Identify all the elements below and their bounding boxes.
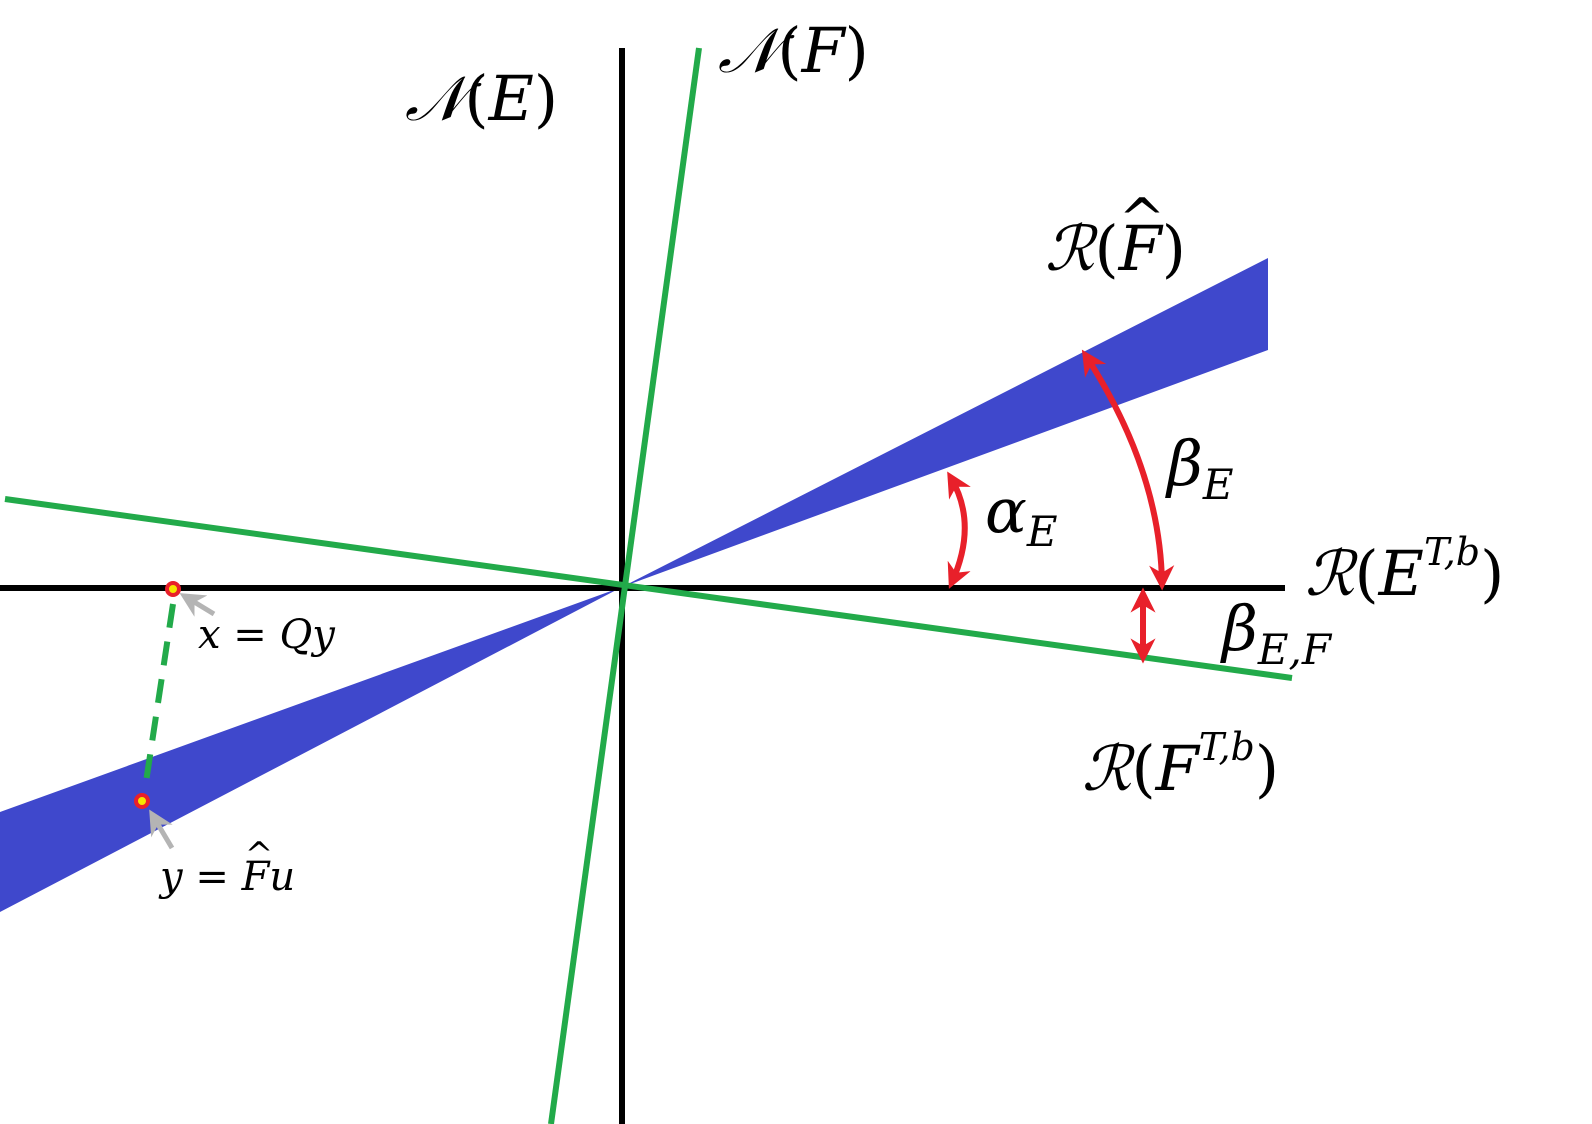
x-point-marker-icon <box>165 581 181 597</box>
label-alpha-e: αE <box>985 474 1058 556</box>
label-y-point: y = Fu <box>158 854 295 900</box>
label-null-f: 𝒩(F) <box>718 14 869 87</box>
label-range-fhat: ℛ(F) <box>1045 212 1186 285</box>
y-point-marker-icon <box>134 793 150 809</box>
label-beta-e: βE <box>1165 427 1234 509</box>
projection-dashed-line <box>143 603 176 783</box>
label-null-e: 𝒩(E) <box>405 62 558 135</box>
y-pointer-arrow-icon <box>149 809 175 850</box>
range-ftb-line <box>4 496 1293 681</box>
alpha-e-arc-arrow-icon <box>947 471 971 589</box>
label-range-etb: ℛ(ET,b) <box>1305 530 1504 610</box>
label-y-point-hat: ^ <box>245 835 274 875</box>
label-x-point: x = Qy <box>198 612 336 658</box>
range-fhat-band <box>0 258 1268 912</box>
label-range-fhat-hat: ^ <box>1119 187 1166 252</box>
label-beta-ef: βE,F <box>1220 592 1333 674</box>
label-range-ftb: ℛ(FT,b) <box>1082 725 1279 805</box>
x-pointer-arrow-icon <box>179 593 216 617</box>
beta-e-arc-arrow-icon <box>1081 349 1175 591</box>
